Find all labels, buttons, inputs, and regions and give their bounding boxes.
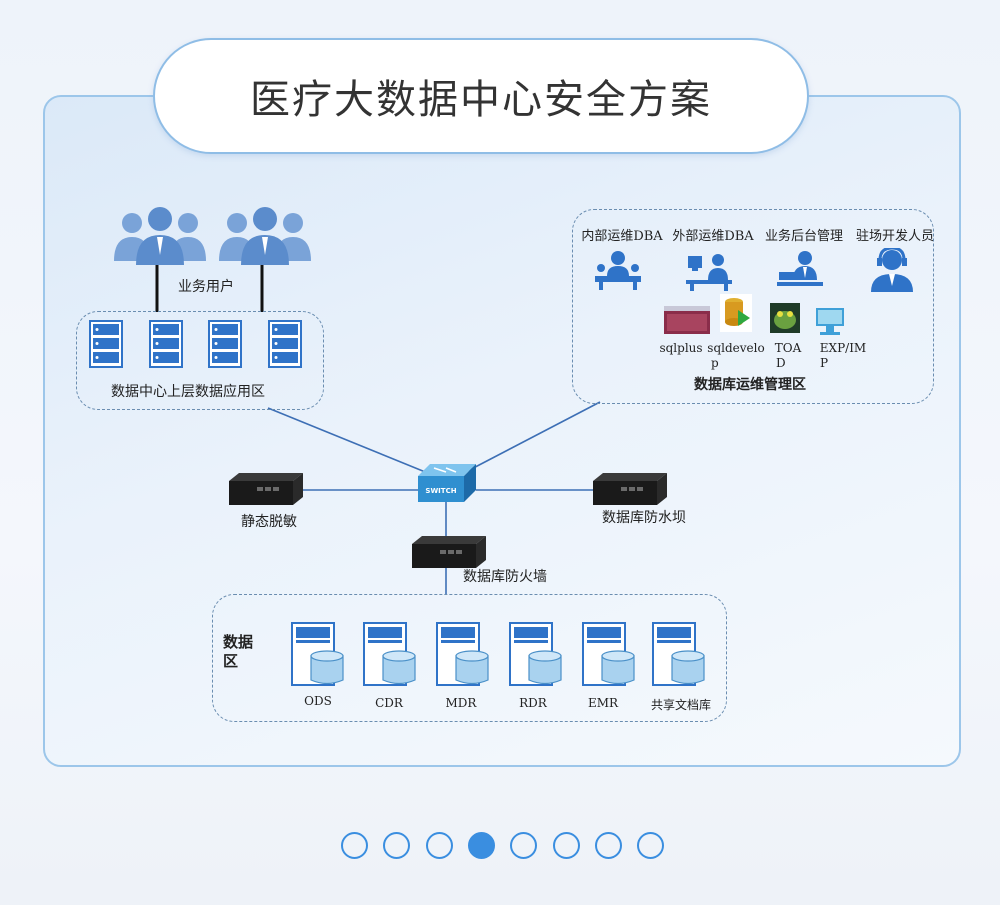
store-label: RDR	[519, 696, 547, 710]
data-zone	[212, 594, 727, 722]
users-label: 业务用户	[178, 279, 234, 295]
engineer-icon	[871, 248, 913, 292]
tool-label: EXP/IM	[819, 341, 867, 355]
exp-imp-icon	[816, 308, 844, 335]
tool-label: sqldevelo	[707, 341, 765, 355]
meeting-icon	[595, 251, 641, 290]
masking-label: 静态脱敏	[241, 514, 297, 530]
server-icon	[89, 320, 123, 368]
role-label: 外部运维DBA	[672, 229, 754, 244]
firewall-appliance-icon	[412, 536, 486, 568]
database-server-icon	[582, 622, 635, 686]
firewall-label: 数据库防火墙	[463, 569, 547, 585]
title-pill: 医疗大数据中心安全方案	[153, 38, 809, 154]
link-app-switch	[267, 407, 441, 479]
server-icon	[268, 320, 302, 368]
tool-label: sqlplus	[659, 341, 703, 355]
ops-zone	[572, 209, 934, 404]
store-label: ODS	[304, 694, 332, 708]
database-server-icon	[291, 622, 344, 686]
app-zone-label: 数据中心上层数据应用区	[111, 384, 265, 400]
database-server-icon	[436, 622, 489, 686]
data-zone-label-line2: 区	[223, 652, 239, 670]
user-group-icon	[114, 207, 206, 265]
toad-icon	[770, 303, 800, 333]
carousel-dot[interactable]	[467, 832, 495, 859]
tool-label-line2: D	[776, 356, 786, 370]
data-zone-label: 数据	[223, 633, 254, 651]
database-server-icon	[363, 622, 416, 686]
carousel-dot[interactable]	[552, 832, 580, 859]
ops-zone-label: 数据库运维管理区	[694, 377, 806, 393]
carousel-dot[interactable]	[594, 832, 622, 859]
carousel-dot[interactable]	[425, 832, 453, 859]
network-switch-icon: SWITCH	[418, 464, 476, 502]
app-zone	[76, 311, 324, 410]
diagram-frame	[43, 95, 961, 767]
tool-label-line2: P	[820, 356, 829, 370]
tool-label: TOA	[774, 341, 802, 355]
server-icon	[208, 320, 242, 368]
switch-text: SWITCH	[425, 487, 456, 495]
carousel-dot[interactable]	[341, 832, 368, 859]
dam-label: 数据库防水坝	[602, 510, 686, 526]
link-ops-switch	[457, 401, 601, 477]
role-label: 驻场开发人员	[855, 229, 935, 244]
dam-appliance-icon	[593, 473, 667, 505]
store-label: EMR	[587, 696, 619, 710]
support-agent-icon	[777, 251, 823, 286]
carousel-dot[interactable]	[383, 832, 411, 859]
database-server-icon	[509, 622, 562, 686]
carousel-dot[interactable]	[637, 832, 665, 859]
sqlplus-window-icon	[664, 306, 710, 334]
sqldeveloper-icon	[720, 294, 752, 332]
role-label: 内部运维DBA	[581, 229, 663, 244]
carousel-dot[interactable]	[510, 832, 538, 859]
user-group-icon	[219, 207, 311, 265]
carousel-pagination	[0, 832, 1000, 862]
database-server-icon	[652, 622, 705, 686]
store-label: 共享文档库	[650, 698, 712, 712]
store-label: MDR	[445, 696, 477, 710]
store-label: CDR	[375, 696, 403, 710]
server-icon	[149, 320, 183, 368]
tool-label-line2: p	[711, 356, 719, 370]
page-title: 医疗大数据中心安全方案	[250, 77, 712, 123]
desk-worker-icon	[686, 254, 732, 291]
masking-appliance-icon	[229, 473, 303, 505]
role-label: 业务后台管理	[764, 229, 844, 244]
